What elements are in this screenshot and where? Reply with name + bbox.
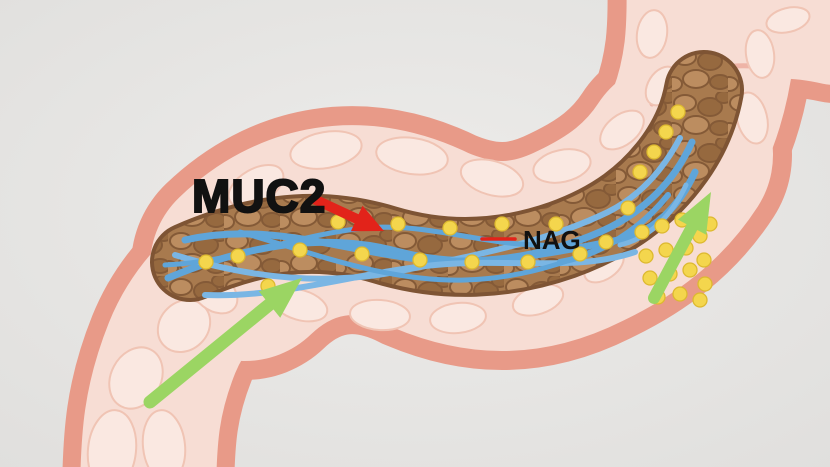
muc2-pointer-arrow — [309, 194, 384, 232]
muc2-label: MUC2 — [192, 170, 326, 222]
flow-arrow-lower-left — [143, 278, 302, 409]
nag-particles — [198, 104, 686, 294]
gut-lumen — [150, 50, 744, 302]
flow-arrowhead-icon — [258, 278, 302, 318]
flow-arrow-upper-right — [648, 192, 711, 304]
nag-label: NAG — [523, 225, 581, 255]
flow-arrowhead-icon — [678, 192, 711, 235]
red-arrowhead-icon — [350, 205, 384, 232]
